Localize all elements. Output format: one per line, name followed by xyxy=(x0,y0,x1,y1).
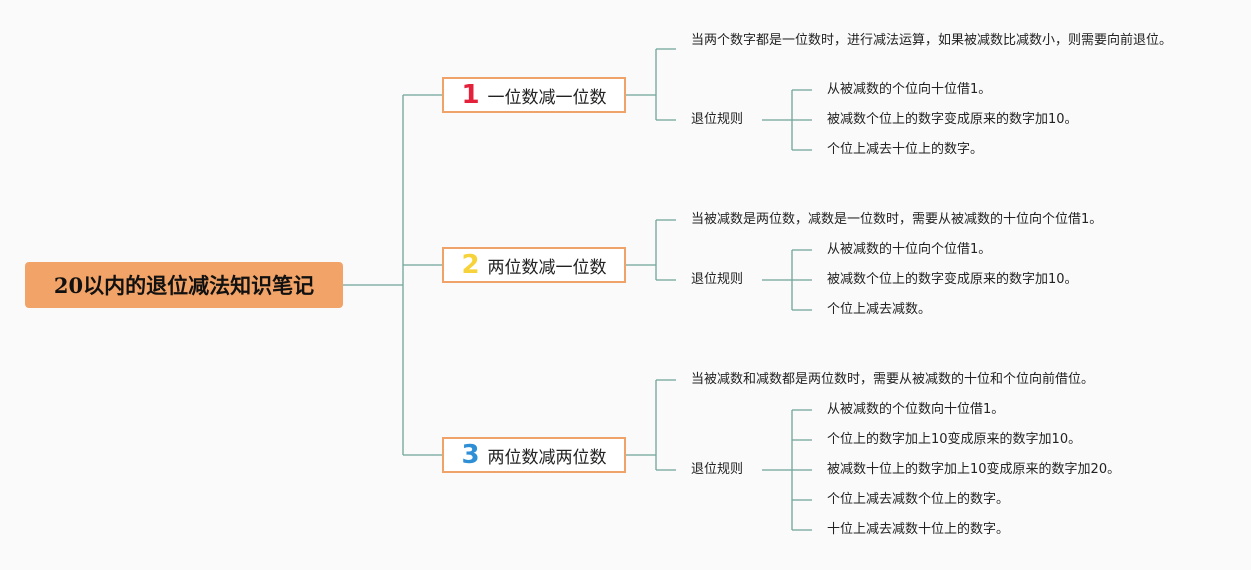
branch-title: 一位数减一位数 xyxy=(487,87,607,108)
number-3-icon: 3 xyxy=(461,440,480,470)
branch-node-1: 1 一位数减一位数 xyxy=(442,77,626,113)
rule-item: 个位上减去减数。 xyxy=(827,302,932,317)
rule-item: 被减数个位上的数字变成原来的数字加10。 xyxy=(827,272,1078,287)
rule-item: 十位上减去减数十位上的数字。 xyxy=(827,522,1010,537)
branch-title: 两位数减两位数 xyxy=(487,447,607,468)
rule-item: 个位上的数字加上10变成原来的数字加10。 xyxy=(827,432,1082,447)
rule-item: 从被减数的个位向十位借1。 xyxy=(827,82,992,97)
rule-item: 个位上减去减数个位上的数字。 xyxy=(827,492,1010,507)
rule-item: 被减数个位上的数字变成原来的数字加10。 xyxy=(827,112,1078,127)
rule-label: 退位规则 xyxy=(691,272,744,287)
rule-item: 从被减数的十位向个位借1。 xyxy=(827,242,992,257)
branch-description: 当被减数是两位数，减数是一位数时，需要从被减数的十位向个位借1。 xyxy=(691,212,1103,227)
root-title: 20以内的退位减法知识笔记 xyxy=(53,273,315,298)
rule-item: 被减数十位上的数字加上10变成原来的数字加20。 xyxy=(827,462,1121,477)
branch-title: 两位数减一位数 xyxy=(487,257,607,278)
branch-node-2: 2 两位数减一位数 xyxy=(442,247,626,283)
branch-node-3: 3 两位数减两位数 xyxy=(442,437,626,473)
rule-item: 个位上减去十位上的数字。 xyxy=(827,142,984,157)
number-1-icon: 1 xyxy=(461,80,480,110)
number-2-icon: 2 xyxy=(461,250,480,280)
rule-label: 退位规则 xyxy=(691,112,744,127)
rule-item: 从被减数的个位数向十位借1。 xyxy=(827,402,1005,417)
root-node: 20以内的退位减法知识笔记 xyxy=(25,262,343,308)
branch-description: 当被减数和减数都是两位数时，需要从被减数的十位和个位向前借位。 xyxy=(691,372,1095,387)
rule-label: 退位规则 xyxy=(691,462,744,477)
branch-description: 当两个数字都是一位数时，进行减法运算，如果被减数比减数小，则需要向前退位。 xyxy=(691,33,1173,48)
